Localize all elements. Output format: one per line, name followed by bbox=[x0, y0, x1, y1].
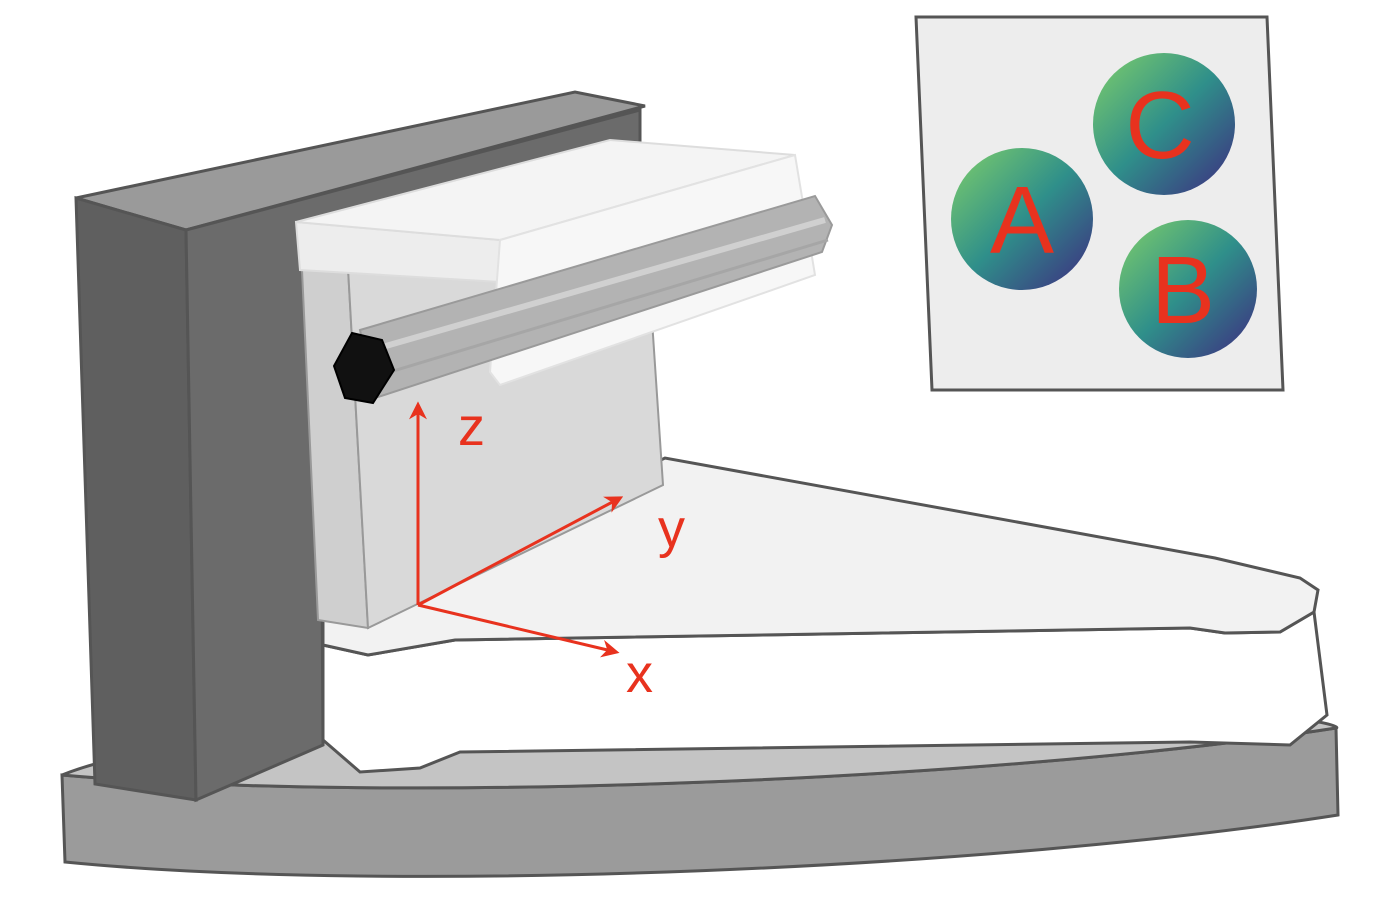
x-axis-label: x bbox=[626, 644, 653, 704]
sphere-A-disk bbox=[951, 148, 1093, 290]
column-left-side bbox=[74, 195, 198, 802]
inset-panel: A B C bbox=[914, 15, 1285, 392]
sphere-B: B bbox=[1119, 220, 1257, 358]
sphere-B-label: B bbox=[1151, 237, 1215, 344]
z-axis-label: z bbox=[458, 397, 485, 457]
sphere-C: C bbox=[1093, 53, 1235, 195]
rod-edge bbox=[369, 238, 829, 380]
sphere-A-label: A bbox=[990, 167, 1054, 274]
x-axis-arrow bbox=[417, 603, 620, 658]
y-axis-arrow bbox=[417, 496, 624, 607]
sphere-A: A bbox=[951, 148, 1093, 290]
rod-highlight bbox=[364, 217, 826, 355]
rod bbox=[332, 194, 834, 405]
hex-nut-icon bbox=[332, 331, 396, 405]
coordinate-axes: z y x bbox=[409, 397, 685, 704]
table bbox=[321, 456, 1329, 774]
sphere-C-label: C bbox=[1125, 72, 1194, 179]
y-axis-label: y bbox=[658, 499, 685, 559]
vertical-column bbox=[74, 90, 646, 803]
sphere-C-disk bbox=[1093, 53, 1235, 195]
sphere-B-disk bbox=[1119, 220, 1257, 358]
